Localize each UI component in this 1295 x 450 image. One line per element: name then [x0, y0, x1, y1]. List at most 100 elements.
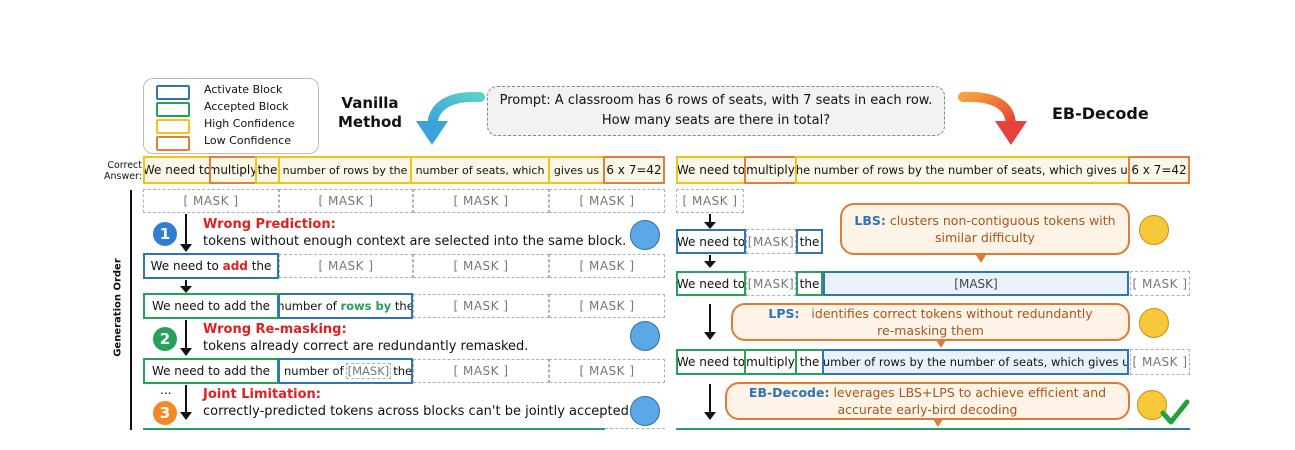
issue-1-title: Wrong Prediction:: [203, 217, 336, 232]
right-rc-mask: [ MASK ]: [1130, 349, 1190, 375]
lbs-bubble: LBS: clusters non-contiguous tokens with…: [840, 203, 1130, 255]
legend-label-high: High Confidence: [204, 117, 295, 130]
right-rc-the: the: [795, 349, 824, 375]
left-r2-prefix: We need to: [150, 259, 223, 273]
lbs-line1: clusters non-contiguous tokens with: [889, 213, 1116, 228]
legend-label-accepted: Accepted Block: [204, 100, 289, 113]
prompt-line1: Prompt: A classroom has 6 rows of seats,…: [499, 93, 933, 108]
left-r4-b2: [MASK]: [345, 363, 392, 379]
happy-face-icon-1: [1139, 215, 1169, 245]
sad-face-icon-2: [630, 321, 660, 351]
arrow-to-vanilla: [416, 91, 485, 145]
left-arrow-2: [185, 280, 187, 288]
lps-tag: LPS:: [768, 306, 800, 321]
right-ra-mask: [MASK]: [746, 229, 796, 254]
legend-swatch-accepted: [156, 102, 190, 117]
right-answer-result: 6 x 7=42: [1128, 156, 1190, 184]
issue-1-desc: tokens without enough context are select…: [203, 234, 627, 249]
eb-decode-line1: leverages LBS+LPS to achieve efficient a…: [833, 385, 1107, 400]
left-arrow-4: [185, 385, 187, 415]
left-answer-rows: number of rows by the: [278, 156, 412, 184]
left-r2-block: We need to add the: [143, 253, 279, 279]
right-rc-active: number of rows by the number of seats, w…: [822, 349, 1129, 375]
eb-decode-tag: EB-Decode:: [748, 385, 830, 400]
issue-3-title: Joint Limitation:: [203, 387, 322, 402]
left-r2-mask-3: [ MASK ]: [549, 254, 665, 278]
right-rb-the: the: [796, 271, 823, 296]
left-r4-accepted: We need to add the: [143, 358, 279, 384]
left-r1-mask-3: [ MASK ]: [413, 189, 549, 213]
right-arrow-b-head: [704, 332, 716, 340]
left-r4-mask-2: [ MASK ]: [549, 359, 665, 383]
right-rb-mask-2: [ MASK ]: [1130, 271, 1190, 296]
left-r3-b1: number of: [278, 299, 341, 313]
prompt-line2: How many seats are there in total?: [601, 113, 831, 128]
left-arrow-2-head: [180, 286, 192, 293]
right-arrow-b: [709, 304, 711, 334]
right-rb-mask-1: [MASK]: [746, 271, 796, 296]
left-r5-partial: [143, 428, 605, 430]
left-r1-mask-2: [ MASK ]: [279, 189, 413, 213]
legend: Activate Block Accepted Block High Confi…: [143, 78, 319, 154]
right-arrow-0: [709, 214, 711, 224]
right-arrow-a: [709, 255, 711, 263]
left-r3-mask-2: [ MASK ]: [549, 294, 665, 318]
lbs-line2: similar difficulty: [935, 230, 1035, 245]
left-answer-gives-us: gives us: [548, 156, 605, 184]
generation-order-axis: [130, 190, 132, 430]
right-arrow-0-head: [704, 222, 716, 229]
lps-bubble: LPS: identifies correct tokens without r…: [731, 303, 1130, 341]
left-arrow-4-head: [180, 412, 192, 420]
right-answer-we-need-to: We need to: [676, 156, 746, 184]
left-r2-wrong-word: add: [222, 259, 248, 273]
left-answer-multiply: multiply: [209, 156, 257, 184]
left-r1-mask-4: [ MASK ]: [549, 189, 665, 213]
legend-swatch-low: [156, 136, 190, 151]
left-arrow-3-head: [180, 348, 192, 356]
lps-line1: identifies correct tokens without redund…: [811, 306, 1093, 321]
legend-label-activate: Activate Block: [204, 83, 283, 96]
right-answer-multiply: multiply: [744, 156, 797, 184]
right-r-partial-blue: [1128, 428, 1190, 430]
generation-order-label: Generation Order: [112, 258, 124, 357]
left-r4-b1: number of: [284, 364, 344, 378]
correct-answer-label-line1: Correct: [107, 160, 142, 171]
right-arrow-c: [709, 384, 711, 414]
vanilla-title-line2: Method: [338, 113, 402, 131]
legend-swatch-activate: [156, 85, 190, 100]
lps-pointer: [936, 340, 946, 348]
eb-decode-line2: accurate early-bird decoding: [837, 402, 1018, 417]
left-r2-mask-1: [ MASK ]: [279, 254, 413, 278]
right-rc-multiply: multiply: [744, 349, 797, 375]
eb-decode-title: EB-Decode: [1052, 104, 1149, 123]
left-arrow-1: [185, 214, 187, 248]
issue-2-desc: tokens already correct are redundantly r…: [203, 339, 529, 354]
left-r4-mask-1: [ MASK ]: [413, 359, 549, 383]
right-r-partial: [676, 428, 1128, 430]
right-rc-we-need-to: We need to: [676, 349, 746, 375]
right-answer-rest: the number of rows by the number of seat…: [795, 156, 1130, 184]
vanilla-title-line1: Vanilla: [341, 94, 399, 112]
correct-answer-label: Correct Answer:: [96, 160, 142, 182]
left-r1-mask-1: [ MASK ]: [143, 189, 279, 213]
vanilla-title: Vanilla Method: [330, 94, 410, 132]
left-r3-accepted: We need to add the: [143, 293, 279, 319]
eb-decode-bubble: EB-Decode: leverages LBS+LPS to achieve …: [725, 382, 1130, 420]
legend-label-low: Low Confidence: [204, 134, 292, 147]
left-r4-b3: the: [393, 364, 413, 378]
correct-answer-label-line2: Answer:: [103, 171, 142, 182]
left-arrow-3: [185, 320, 187, 352]
left-r4-active: number of [MASK] the: [278, 358, 413, 384]
left-ellipsis: ...: [160, 383, 172, 397]
legend-swatch-high: [156, 119, 190, 134]
sad-face-icon-3: [630, 396, 660, 426]
right-r0-mask: [ MASK ]: [676, 189, 744, 213]
issue-3-number: 3: [153, 401, 177, 425]
sad-face-icon-1: [630, 220, 660, 250]
arrow-to-eb-decode: [958, 91, 1027, 145]
left-answer-result: 6 x 7=42: [603, 156, 665, 184]
prompt-box: Prompt: A classroom has 6 rows of seats,…: [487, 86, 945, 136]
left-answer-we-need-to: We need to: [143, 156, 211, 184]
left-arrow-1-head: [180, 244, 192, 252]
left-r2-suffix: the: [247, 259, 272, 273]
